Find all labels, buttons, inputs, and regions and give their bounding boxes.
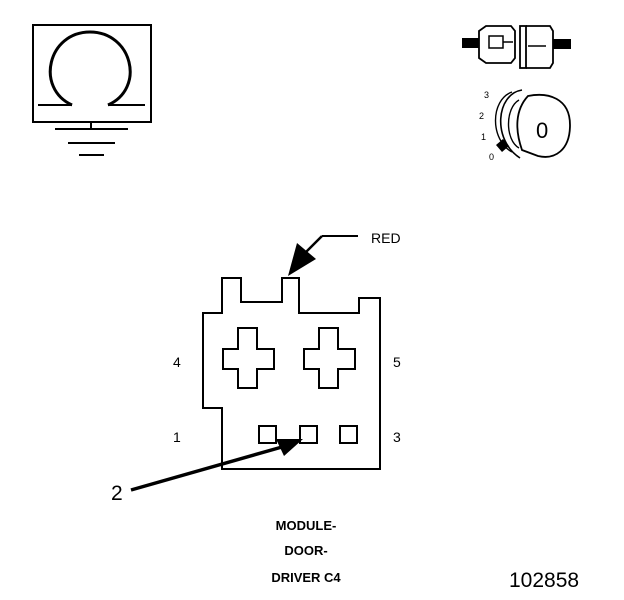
cavity-5 bbox=[303, 327, 356, 389]
ground-icon bbox=[32, 24, 152, 156]
rotation-step-3: 3 bbox=[484, 90, 489, 100]
pin-label-1: 1 bbox=[173, 429, 181, 445]
wire-color-label: RED bbox=[371, 230, 401, 246]
caption-line-2: DOOR- bbox=[284, 543, 327, 558]
key-rotation-icon: 3 2 1 0 0 bbox=[479, 89, 571, 162]
caption-line-3: DRIVER C4 bbox=[271, 570, 341, 585]
connector-mating-icon bbox=[462, 25, 571, 69]
cavity-3 bbox=[339, 425, 358, 444]
pin-label-4: 4 bbox=[173, 354, 181, 370]
cavity-4 bbox=[222, 327, 275, 389]
rotation-step-2: 2 bbox=[479, 111, 484, 121]
red-wire-indicator bbox=[288, 235, 358, 276]
cavity-2 bbox=[299, 425, 318, 444]
callout-number: 2 bbox=[111, 482, 123, 505]
figure-number: 102858 bbox=[509, 569, 579, 592]
pin-label-3: 3 bbox=[393, 429, 401, 445]
pin-2-callout-arrow bbox=[130, 439, 303, 492]
cavity-1 bbox=[258, 425, 277, 444]
rotation-step-1: 1 bbox=[481, 132, 486, 142]
pin-label-5: 5 bbox=[393, 354, 401, 370]
key-face-label: 0 bbox=[536, 118, 548, 143]
rotation-step-0: 0 bbox=[489, 152, 494, 162]
caption-line-1: MODULE- bbox=[276, 518, 337, 533]
connector-body bbox=[202, 277, 381, 470]
